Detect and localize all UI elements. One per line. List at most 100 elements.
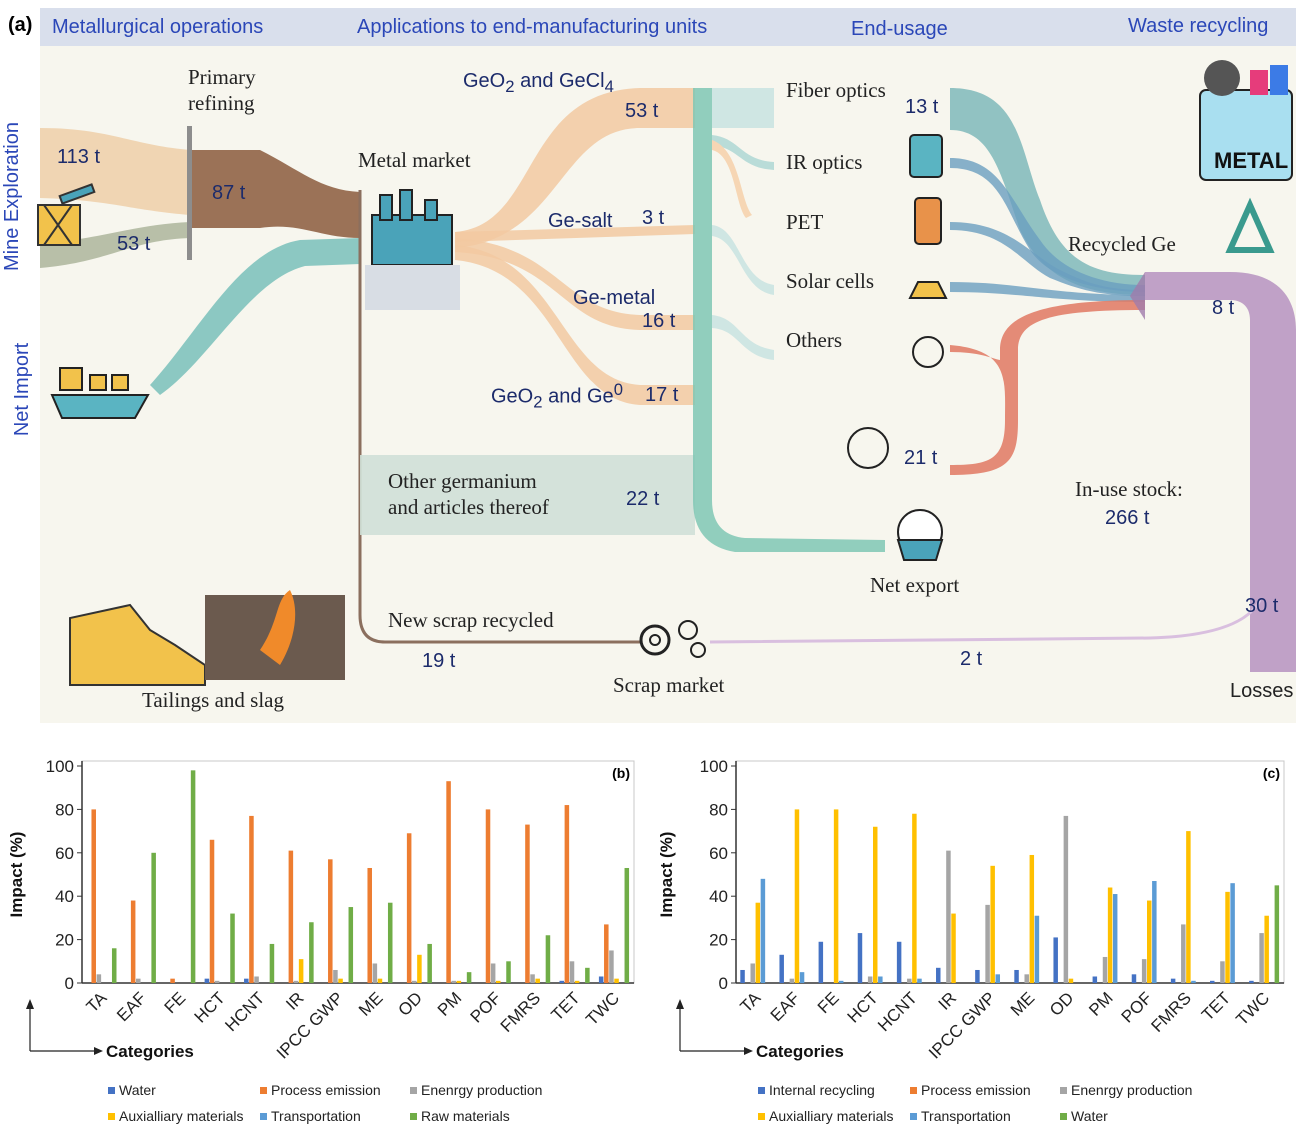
legend-label: Raw materials — [421, 1108, 510, 1124]
bar — [1131, 974, 1137, 983]
bar — [985, 904, 990, 983]
bar — [1274, 885, 1280, 983]
flow-ir-recycle — [950, 158, 1145, 292]
bar — [1102, 956, 1108, 983]
bar — [857, 933, 863, 983]
x-tick-label: PM — [1085, 988, 1116, 1019]
header-applications: Applications to end-manufacturing units — [357, 16, 708, 38]
factory-icon — [365, 189, 460, 310]
y-tick-label: 20 — [709, 931, 728, 950]
legend-item: Transportation — [260, 1108, 361, 1124]
value-new-scrap: 19 t — [422, 650, 456, 672]
plot-frame — [735, 760, 1285, 984]
bar — [912, 813, 917, 983]
y-tick-label: 40 — [55, 887, 74, 906]
x-tick-label: ME — [355, 988, 386, 1019]
bar — [372, 963, 378, 983]
side-label-mine: Mine Exploration — [0, 122, 23, 271]
tailings-icon — [69, 590, 345, 686]
x-tick-label: IR — [935, 988, 960, 1013]
bar — [490, 963, 496, 983]
bar — [230, 913, 235, 983]
flow-scrap — [709, 599, 1262, 644]
bar — [451, 980, 456, 983]
bar — [995, 974, 1001, 983]
y-tick-label: 40 — [709, 887, 728, 906]
x-axis-title: Categories — [106, 1042, 194, 1061]
metal-bin-icon — [1199, 60, 1293, 181]
bar — [446, 781, 451, 983]
bar — [466, 972, 472, 983]
ge-salt-label: Ge-salt — [548, 210, 613, 232]
bar — [818, 941, 824, 983]
legend-swatch — [410, 1112, 417, 1120]
value-losses: 30 t — [1245, 595, 1279, 617]
value-geo2-gecl4: 53 t — [625, 100, 659, 122]
flow-recycled-ge — [1145, 272, 1296, 672]
legend-swatch — [260, 1112, 267, 1120]
bar — [1210, 980, 1215, 983]
bar — [244, 978, 249, 983]
others-icon — [912, 336, 944, 368]
legend-item: Process emission — [910, 1082, 1031, 1098]
bar — [151, 852, 156, 983]
flow-fiber — [712, 88, 774, 128]
bar — [254, 976, 259, 983]
bar — [338, 978, 343, 983]
flow-ge-metal — [455, 238, 695, 330]
bar — [1230, 883, 1235, 983]
legend-swatch — [910, 1112, 917, 1120]
bar — [867, 976, 873, 983]
axis-arrow-head-up — [26, 999, 34, 1009]
panel-label: (b) — [612, 765, 630, 781]
bar — [755, 902, 761, 983]
bar — [907, 978, 912, 983]
legend-label: Transportation — [271, 1108, 361, 1124]
flow-ge-salt — [455, 225, 695, 242]
flow-geo2-ge0 — [455, 245, 695, 405]
bar — [1249, 980, 1254, 983]
legend-label: Process emission — [921, 1082, 1031, 1098]
bar — [799, 972, 805, 983]
net-export-label: Net export — [870, 573, 960, 597]
legend-swatch — [410, 1086, 417, 1094]
fiber-optics-label: Fiber optics — [786, 78, 886, 102]
bar — [1152, 881, 1157, 983]
bar — [328, 859, 333, 983]
bar — [750, 963, 755, 983]
y-axis-title: Impact (%) — [657, 832, 676, 918]
bar — [838, 980, 844, 983]
bar — [1029, 854, 1035, 983]
bar — [1107, 887, 1113, 983]
bar — [990, 865, 995, 983]
bar — [740, 969, 745, 983]
value-geo2-ge0: 17 t — [645, 384, 679, 406]
x-axis-title: Categories — [756, 1042, 844, 1061]
flow-pet — [712, 140, 752, 218]
flow-solar-recycle — [950, 282, 1145, 302]
flow-geo2-gecl4 — [455, 88, 695, 248]
flow-import — [150, 238, 360, 395]
recycled-ge-label: Recycled Ge — [1068, 232, 1176, 256]
bar — [1014, 969, 1019, 983]
bar — [760, 878, 766, 983]
recycle-icon-small — [847, 427, 889, 469]
bar — [1092, 976, 1098, 983]
bar — [833, 809, 839, 983]
y-tick-label: 20 — [55, 931, 74, 950]
legend-item: Transportation — [910, 1108, 1011, 1124]
bar — [170, 978, 175, 983]
x-tick-label: IR — [282, 988, 307, 1013]
others-label: Others — [786, 328, 842, 352]
bar — [1220, 961, 1225, 983]
legend-swatch — [910, 1086, 917, 1094]
legend-label: Water — [119, 1082, 156, 1098]
bar — [1225, 891, 1230, 983]
bar — [456, 980, 462, 983]
panel-a-label: (a) — [8, 14, 33, 36]
y-tick-label: 100 — [46, 757, 74, 776]
bar — [1264, 915, 1269, 983]
bar — [1191, 980, 1196, 983]
bar — [412, 980, 417, 983]
losses-label: Losses — [1230, 680, 1294, 702]
